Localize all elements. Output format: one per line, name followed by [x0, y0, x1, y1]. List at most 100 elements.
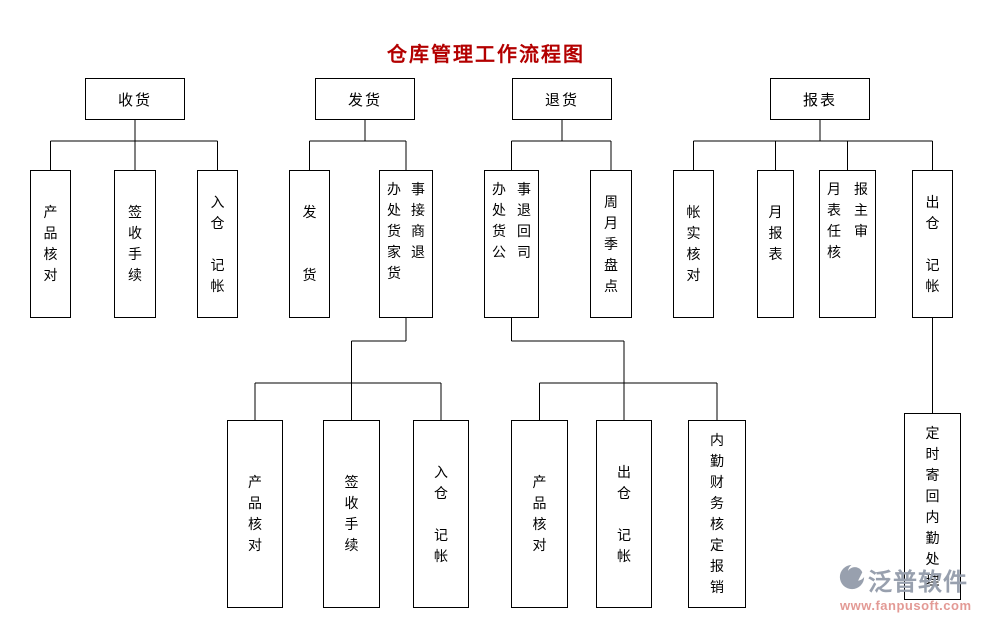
- flow-node-发货: 发 货: [289, 170, 330, 318]
- flow-node-text-row: 务: [710, 495, 724, 511]
- flow-node-text-row: 签: [128, 204, 142, 220]
- watermark: 泛普软件 www.fanpusoft.com: [838, 562, 994, 613]
- flow-node-text-row: 货: [387, 265, 401, 281]
- flow-node-text-row: 出: [617, 463, 631, 480]
- flow-node-月报表主任审核: 月报表主任审核: [819, 170, 876, 318]
- flow-node-出仓记帐: 出仓 记帐: [912, 170, 953, 318]
- flow-node-text-row: 处接: [387, 202, 425, 218]
- flow-node-text-row: 勤: [925, 529, 940, 546]
- flow-node-签收手续: 签收手续: [114, 170, 156, 318]
- flow-node-text-row: 品: [248, 495, 262, 511]
- flow-node-收货: 收货: [85, 78, 185, 120]
- flow-node-产品核对: 产品核对: [227, 420, 283, 608]
- flow-node-text-row: [601, 504, 647, 525]
- flow-node-text-row: 品: [43, 225, 58, 241]
- flow-node-text-row: 货回: [492, 223, 531, 239]
- flow-node-产品核对: 产品核对: [511, 420, 568, 608]
- flow-node-text-row: 财: [710, 474, 724, 490]
- flow-node-帐实核对: 帐实核对: [673, 170, 714, 318]
- flow-node-text-row: 勤: [710, 453, 724, 469]
- fanpu-swoosh-icon: [838, 563, 866, 596]
- flow-node-text-row: 任审: [827, 223, 868, 239]
- flow-node-text-row: 月: [768, 204, 783, 220]
- flow-node-text-row: 对: [248, 537, 262, 553]
- flow-node-text-row: 帐: [925, 277, 940, 294]
- flow-node-text-row: 季: [604, 235, 618, 252]
- flow-node-内勤财务核定报销: 内勤财务核定报销: [688, 420, 746, 608]
- flow-node-text-row: 出: [925, 193, 940, 210]
- flow-node-text-row: 手: [344, 516, 359, 532]
- flow-node-text-row: 核: [827, 244, 841, 260]
- flow-node-周月季盘点: 周月季盘点: [590, 170, 632, 318]
- flow-node-text-row: 处: [925, 550, 940, 567]
- flow-node-text-row: 签: [344, 474, 359, 490]
- flow-node-月报表: 月报表: [757, 170, 794, 318]
- flow-node-办事处接货商退家货: 办事处接货商家退货: [379, 170, 433, 318]
- flow-node-text-row: [762, 265, 789, 286]
- flow-node-label: 退货: [544, 91, 579, 109]
- page-title: 仓库管理工作流程图: [387, 44, 585, 66]
- flow-node-text-row: 核: [43, 246, 58, 262]
- flow-node-报表: 报表: [770, 78, 870, 120]
- flow-node-text-row: 对: [532, 537, 547, 553]
- flow-node-text-row: 定: [710, 537, 724, 553]
- flow-node-text-row: 货商: [387, 223, 425, 239]
- flow-node-text-row: 发: [302, 204, 317, 220]
- flow-node-text-row: 公司: [492, 244, 531, 260]
- flow-node-text-row: 内: [710, 432, 724, 448]
- flow-node-text-row: 帐: [210, 277, 225, 294]
- flow-node-text-row: 点: [604, 277, 618, 294]
- flow-node-定时寄回内勤处理: 定时寄回内勤处理: [904, 413, 961, 600]
- flow-node-text-row: 帐: [434, 547, 448, 564]
- flow-node-text-row: 回: [925, 487, 940, 504]
- flow-node-text-row: 收: [344, 495, 359, 511]
- flow-node-text-row: 货: [302, 267, 317, 283]
- flow-node-text-row: 理: [925, 571, 940, 588]
- flow-node-text-row: [917, 234, 948, 255]
- flow-node-text-row: 报: [768, 225, 783, 241]
- flow-node-text-row: 记: [210, 256, 225, 273]
- flow-node-办事处退货回公司: 办事处退货回公司: [484, 170, 539, 318]
- flow-node-出仓记帐: 出仓 记帐: [596, 420, 652, 608]
- flow-node-text-row: [294, 244, 325, 265]
- flow-node-text-row: 盘: [604, 256, 618, 273]
- flow-node-text-row: 仓: [925, 214, 940, 231]
- flow-node-text-row: 内: [925, 508, 940, 525]
- flow-node-text-row: 续: [344, 537, 359, 553]
- flow-node-text-row: 定: [925, 424, 940, 441]
- flow-node-text-row: 入: [210, 193, 225, 210]
- flow-node-text-row: [418, 504, 464, 525]
- flow-node-text-row: 实: [686, 225, 701, 241]
- flow-node-text-row: 处退: [492, 202, 531, 218]
- flow-node-text-row: 仓: [434, 484, 448, 501]
- flow-node-text-row: 核: [532, 516, 547, 532]
- flow-node-text-row: [202, 234, 233, 255]
- flow-node-text-row: 表: [768, 246, 783, 262]
- flow-node-text-row: 核: [686, 246, 701, 262]
- flow-node-text-row: 对: [43, 267, 58, 283]
- flow-node-入仓记帐: 入仓 记帐: [197, 170, 238, 318]
- flow-node-text-row: 品: [532, 495, 547, 511]
- flow-node-text-row: 家退: [387, 244, 425, 260]
- flow-node-label: 发货: [347, 91, 382, 109]
- flow-node-text-row: [294, 223, 325, 244]
- watermark-url-text: www.fanpusoft.com: [840, 598, 972, 613]
- flow-node-text-row: 产: [248, 474, 262, 490]
- flow-node-text-row: 记: [434, 526, 448, 543]
- flow-node-签收手续: 签收手续: [323, 420, 380, 608]
- flow-node-入仓记帐: 入仓 记帐: [413, 420, 469, 608]
- flow-node-text-row: 记: [617, 526, 631, 543]
- flow-node-label: 收货: [117, 91, 152, 109]
- flow-node-text-row: 核: [710, 516, 724, 532]
- flow-node-text-row: 收: [128, 225, 142, 241]
- flow-node-text-row: 产: [43, 204, 58, 220]
- flow-node-text-row: 核: [248, 516, 262, 532]
- flow-node-text-row: 手: [128, 246, 142, 262]
- flow-node-text-row: 入: [434, 463, 448, 480]
- flow-node-text-row: 周: [604, 193, 618, 210]
- flow-node-text-row: 寄: [925, 466, 940, 483]
- flow-node-text-row: 记: [925, 256, 940, 273]
- flow-node-text-row: 仓: [210, 214, 225, 231]
- flow-node-产品核对: 产品核对: [30, 170, 71, 318]
- flow-node-text-row: 办事: [492, 181, 531, 197]
